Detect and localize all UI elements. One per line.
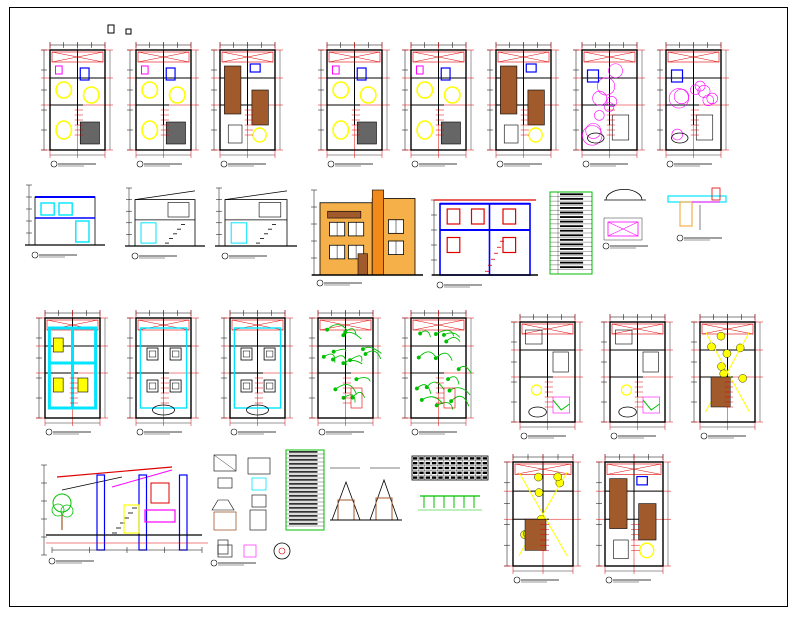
cornice-detail	[667, 187, 727, 242]
plan-row1-2	[127, 42, 199, 168]
truss-details	[330, 467, 402, 521]
longitudinal-section	[41, 464, 208, 565]
plan-row1-6	[487, 42, 559, 168]
plan-row4-1	[504, 454, 581, 584]
plan-row1-5	[402, 42, 474, 168]
door-window-schedule	[549, 191, 593, 275]
plan-row3-4	[309, 310, 382, 436]
facade-elevation	[311, 189, 423, 287]
plan-row3-5	[402, 310, 474, 436]
section-c-c	[431, 199, 538, 289]
plan-row3-2	[127, 310, 199, 436]
sheet-marks	[107, 24, 132, 35]
plan-row3-8	[691, 314, 763, 440]
plan-row3-1	[36, 310, 108, 436]
plan-row3-3	[221, 310, 293, 436]
plan-row1-7	[573, 42, 645, 168]
arch-detail	[602, 189, 648, 250]
column-footing-details	[210, 454, 291, 567]
plan-row3-6	[511, 314, 583, 440]
general-notes-table	[285, 449, 325, 531]
section-b-b	[215, 187, 297, 260]
plan-row1-8	[657, 42, 729, 168]
quantity-table	[411, 455, 489, 511]
plan-row3-7	[601, 314, 673, 440]
sheet-border	[9, 7, 788, 607]
section-front-elevation	[25, 184, 105, 259]
plan-row1-1	[41, 42, 113, 168]
section-a-a	[125, 187, 205, 260]
plan-row1-3	[211, 42, 283, 168]
plan-row1-4	[318, 42, 390, 168]
plan-row4-2	[596, 454, 671, 584]
